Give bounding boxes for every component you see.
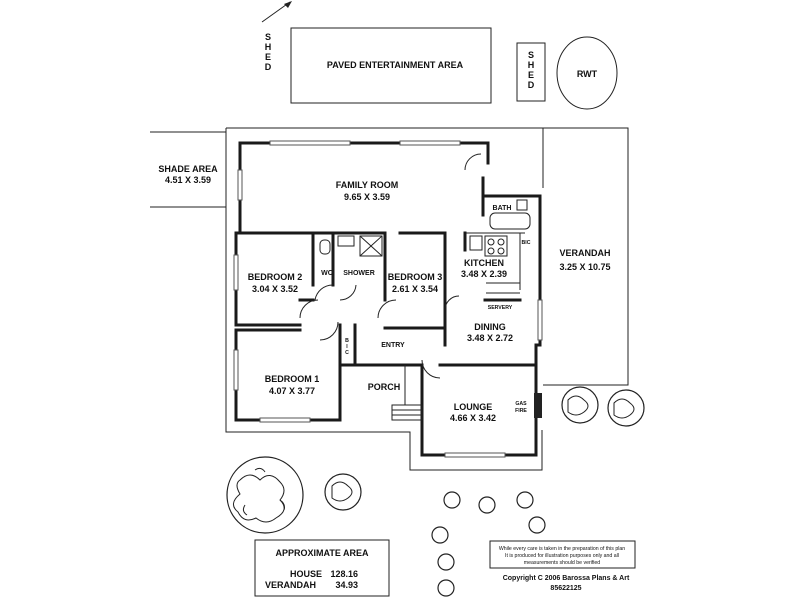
bedroom-3-dims: 2.61 X 3.54: [392, 284, 438, 294]
copyright-line2: 85622125: [550, 585, 581, 592]
windows: [233, 140, 543, 458]
family-room-label: FAMILY ROOM: [336, 180, 399, 190]
house-area-label: HOUSE: [290, 569, 322, 579]
shower-label: SHOWER: [343, 270, 375, 277]
bathtub: [489, 212, 531, 230]
shed-right: [516, 42, 546, 102]
shed-right-d: D: [528, 80, 535, 90]
bic-hall-i: I: [346, 344, 348, 350]
shed-left-s: S: [265, 32, 271, 42]
shed-left: S H E D: [265, 32, 272, 72]
shed-right-e: E: [528, 70, 534, 80]
bedroom-2-label: BEDROOM 2: [248, 272, 303, 282]
bic-hall-b: B: [345, 338, 349, 344]
dining-dims: 3.48 X 2.72: [467, 333, 513, 343]
shrub-large-icon: [226, 456, 304, 534]
shrub-medium-icon: [324, 473, 362, 511]
verandah-area-value: 34.93: [335, 580, 358, 590]
basin: [337, 235, 355, 247]
kitchen-label: KITCHEN: [464, 258, 504, 268]
bath-basin: [516, 199, 528, 211]
paved-entertainment-area: [290, 27, 492, 104]
gas-fire-unit: [534, 393, 542, 418]
north-arrow-icon: [261, 1, 292, 23]
porch-steps: [391, 365, 423, 421]
shed-left-d: D: [265, 62, 272, 72]
lounge-label: LOUNGE: [454, 402, 493, 412]
copyright-line1: Copyright C 2006 Barossa Plans & Art: [503, 575, 630, 582]
rainwater-tank: [556, 36, 618, 110]
stove: [484, 235, 508, 257]
site-outline-bottom: [225, 128, 543, 471]
shrub-right-2-icon: [607, 389, 645, 427]
shed-right-h: H: [528, 60, 535, 70]
bedroom-1-dims: 4.07 X 3.77: [269, 386, 315, 396]
disclaimer-line1: While every care is taken in the prepara…: [499, 546, 625, 552]
house-area-value: 128.16: [330, 569, 358, 579]
entry-label: ENTRY: [381, 342, 405, 349]
verandah-label: VERANDAH: [559, 248, 610, 258]
shed-right-s: S: [528, 50, 534, 60]
shade-area-dims: 4.51 X 3.59: [165, 175, 211, 185]
toilet: [319, 239, 331, 255]
gas-fire-line1: GAS: [515, 401, 527, 407]
verandah-dims: 3.25 X 10.75: [559, 262, 610, 272]
area-title: APPROXIMATE AREA: [275, 548, 369, 558]
disclaimer-line2: It is produced for illustration purposes…: [505, 553, 619, 559]
bic-kitchen-label: BIC: [522, 240, 531, 246]
disclaimer-line3: measurements should be verified: [524, 560, 601, 566]
bath-label: BATH: [493, 205, 512, 212]
wc-label: WC: [321, 270, 333, 277]
bedroom-1-label: BEDROOM 1: [265, 374, 320, 384]
gas-fire-line2: FIRE: [515, 408, 527, 414]
fridge: [469, 235, 483, 251]
lounge-dims: 4.66 X 3.42: [450, 413, 496, 423]
entertainment-label: PAVED ENTERTAINMENT AREA: [327, 60, 464, 70]
verandah-area-label: VERANDAH: [265, 580, 316, 590]
bic-hall-c: C: [345, 350, 349, 356]
disclaimer-box: [489, 540, 636, 569]
shrub-right-1-icon: [561, 386, 599, 424]
porch-label: PORCH: [368, 382, 401, 392]
verandah: [543, 127, 629, 386]
site-outline-top: [226, 127, 544, 188]
bedroom-2-dims: 3.04 X 3.52: [252, 284, 298, 294]
shade-area-label: SHADE AREA: [158, 164, 218, 174]
family-room-dims: 9.65 X 3.59: [344, 192, 390, 202]
kitchen-dims: 3.48 X 2.39: [461, 269, 507, 279]
doors: [299, 153, 482, 379]
small-plants-icon: [431, 491, 546, 597]
shower-tray: [359, 235, 383, 257]
dining-label: DINING: [474, 322, 506, 332]
rwt-label: RWT: [577, 69, 598, 79]
approximate-area-box: [254, 539, 390, 597]
shed-left-h: H: [265, 42, 272, 52]
servery-label: SERVERY: [488, 305, 513, 311]
bedroom-3-label: BEDROOM 3: [388, 272, 443, 282]
shed-left-e: E: [265, 52, 271, 62]
